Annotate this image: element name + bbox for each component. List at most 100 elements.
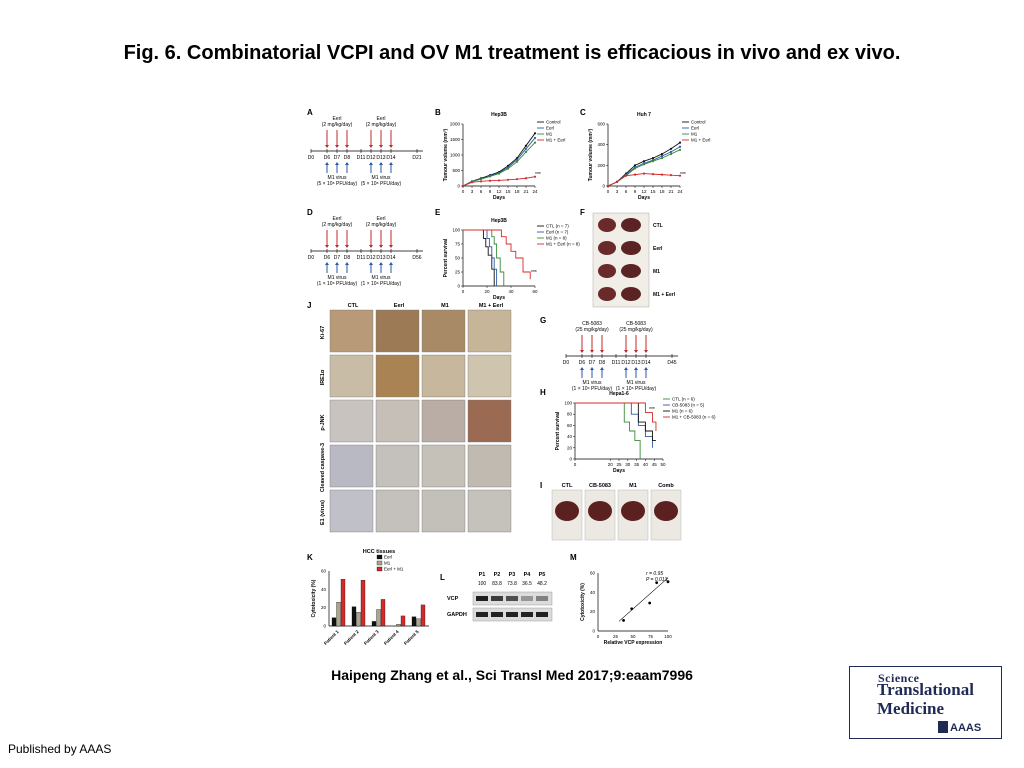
data-point: [651, 173, 655, 176]
data-point: [488, 175, 492, 178]
liver-specimen: [621, 241, 641, 255]
y-tick-label: 2000: [450, 122, 461, 127]
x-tick-label: 50: [630, 634, 636, 639]
timeline-day-label: D7: [589, 360, 596, 366]
liver-specimen: [598, 287, 616, 301]
data-point: [524, 150, 528, 153]
timeline-day-label: D6: [324, 255, 331, 261]
chart-title: HCC tissues: [363, 549, 395, 555]
x-tick-label: Patient 3: [363, 629, 380, 646]
timeline-day-label: D0: [308, 155, 315, 161]
drug-dose: (2 mg/kg/day): [366, 122, 397, 128]
panel-letter-l: L: [440, 573, 445, 582]
bar: [376, 609, 381, 627]
virus-label: M1 virus: [328, 275, 347, 281]
x-tick-label: 100: [664, 634, 672, 639]
drug-arrow-head: [335, 145, 339, 148]
y-tick-label: 0: [323, 624, 326, 629]
timeline-day-label: D12: [366, 155, 375, 161]
liver-specimen: [598, 264, 616, 278]
liver-specimen: [654, 501, 678, 521]
significance-label: ***: [680, 172, 686, 178]
vcp-value: 48.2: [537, 581, 547, 587]
data-point: [633, 164, 637, 167]
x-tick-label: 6: [625, 189, 628, 194]
timeline-day-label: D12: [621, 360, 630, 366]
legend-label: M1: [384, 561, 391, 566]
data-point: [515, 160, 519, 163]
data-point: [461, 184, 465, 188]
citation: Haipeng Zhang et al., Sci Transl Med 201…: [331, 667, 693, 683]
data-point: [678, 148, 682, 151]
x-tick-label: 45: [652, 462, 658, 467]
ihc-column-label: Eerl: [394, 303, 405, 309]
drug-label: Eerl: [377, 216, 386, 222]
journal-logo[interactable]: Science Translational Medicine AAAS: [849, 666, 1002, 739]
legend-label: CTL (n = 6): [672, 397, 695, 402]
data-point: [648, 601, 652, 605]
data-point: [678, 145, 682, 148]
x-tick-label: 0: [462, 289, 465, 294]
legend-label: Eerl: [546, 126, 554, 131]
x-axis-label: Relative VCP expression: [604, 640, 663, 646]
series-line: [575, 402, 656, 441]
y-tick-label: 0: [592, 629, 595, 634]
virus-arrow-head: [325, 162, 329, 165]
data-point: [533, 132, 537, 135]
chart-title: Huh 7: [637, 112, 651, 118]
bar: [400, 615, 406, 627]
logo-line-2: Translational: [877, 680, 974, 699]
chart-title: Hepa1-6: [609, 391, 629, 397]
data-point: [533, 175, 537, 178]
ihc-micrograph: [421, 309, 466, 353]
x-axis-label: Days: [638, 195, 650, 201]
virus-arrow-head: [389, 162, 393, 165]
y-axis-label: Tumour volume (mm³): [588, 128, 594, 181]
liver-specimen: [621, 501, 645, 521]
virus-arrow-head: [600, 367, 604, 370]
bar: [360, 580, 366, 627]
data-point: [660, 152, 664, 156]
drug-label: Eerl: [333, 116, 342, 122]
bar: [340, 579, 346, 627]
x-tick-label: 35: [634, 462, 640, 467]
ihc-micrograph: [329, 444, 374, 488]
drug-label: Eerl: [333, 216, 342, 222]
virus-dose: (1 × 10⁶ PFU/day): [572, 386, 613, 392]
liver-specimen: [621, 218, 641, 232]
blot-band: [491, 596, 503, 601]
chart-title: Hep3B: [491, 218, 507, 224]
drug-arrow-head: [345, 245, 349, 248]
logo-aaas: AAAS: [950, 722, 982, 734]
legend-label: M1 + Eerl (n = 8): [546, 242, 580, 247]
timeline-day-label: D14: [641, 360, 650, 366]
ihc-micrograph: [467, 354, 512, 398]
regression-line: [618, 577, 669, 622]
data-point: [515, 178, 519, 181]
bar: [420, 604, 426, 627]
patient-label: P4: [524, 572, 532, 578]
data-point: [622, 618, 625, 622]
virus-label: M1 virus: [328, 175, 347, 181]
legend-label: M1 + Eerl: [546, 138, 565, 143]
data-point: [669, 152, 673, 156]
patient-label: P1: [479, 572, 486, 578]
bar: [371, 621, 377, 627]
virus-arrow-head: [580, 367, 584, 370]
ihc-row-label: Cleaved caspase-3: [320, 443, 326, 492]
y-tick-label: 20: [321, 605, 327, 610]
panel-letter-g: G: [540, 316, 547, 325]
y-tick-label: 200: [597, 163, 605, 168]
drug-arrow-head: [389, 145, 393, 148]
legend-label: M1 (n = 6): [672, 409, 693, 414]
x-tick-label: 25: [613, 634, 619, 639]
timeline-day-label: D14: [386, 155, 395, 161]
liver-group-label: M1: [653, 269, 660, 275]
liver-group-label: CTL: [562, 483, 573, 489]
panel-letter-f: F: [580, 208, 585, 217]
ihc-micrograph: [329, 489, 374, 533]
